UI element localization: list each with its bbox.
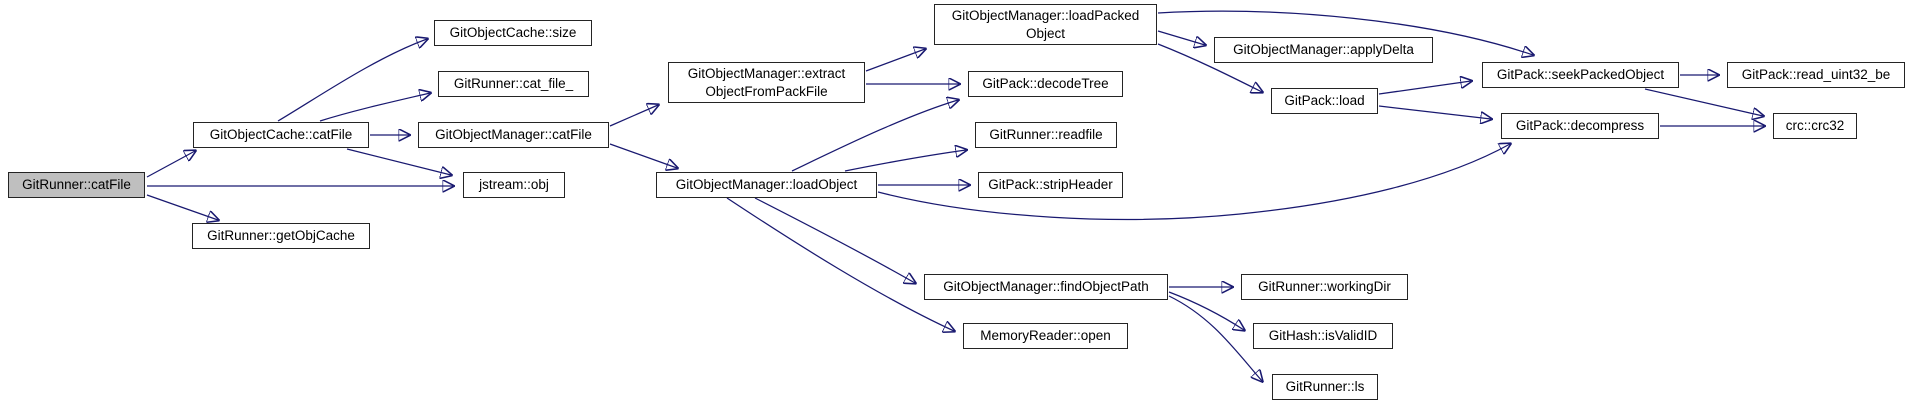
node-memoryreader-open[interactable]: MemoryReader::open — [963, 323, 1128, 349]
edge-catfile-to-getobjcache — [146, 194, 218, 220]
node-gitpack-load[interactable]: GitPack::load — [1271, 88, 1378, 114]
edge-objectcache-catfile-to-jstream-obj — [346, 148, 451, 175]
edge-seekpackedobject-to-crc32 — [1644, 88, 1763, 116]
node-gitobjectmanager-catfile[interactable]: GitObjectManager::catFile — [418, 122, 609, 148]
node-gitrunner-readfile[interactable]: GitRunner::readfile — [975, 122, 1117, 148]
edge-objectcache-catfile-to-cat-file — [319, 93, 430, 122]
node-gitrunner-catfile[interactable]: GitRunner::catFile — [8, 172, 145, 198]
node-gitpack-decompress[interactable]: GitPack::decompress — [1501, 113, 1659, 139]
node-gitobjectmanager-loadobject[interactable]: GitObjectManager::loadObject — [656, 172, 877, 198]
edge-objectmanager-catfile-to-loadobject — [609, 143, 677, 168]
node-gitrunner-workingdir[interactable]: GitRunner::workingDir — [1241, 274, 1408, 300]
node-gitrunner-ls[interactable]: GitRunner::ls — [1272, 374, 1378, 400]
node-gitpack-read-uint32-be[interactable]: GitPack::read_uint32_be — [1727, 62, 1905, 88]
edge-loadpackedobject-to-applydelta — [1157, 30, 1205, 45]
node-gitobjectcache-size[interactable]: GitObjectCache::size — [434, 20, 592, 46]
edge-loadobject-to-readfile — [844, 150, 966, 172]
node-gitrunner-getobjcache[interactable]: GitRunner::getObjCache — [192, 223, 370, 249]
edge-loadobject-to-decompress — [877, 144, 1510, 221]
node-githash-isvalidid[interactable]: GitHash::isValidID — [1253, 323, 1393, 349]
node-gitpack-stripheader[interactable]: GitPack::stripHeader — [978, 172, 1123, 198]
edge-loadobject-to-memoryreader-open — [726, 197, 954, 331]
edge-objectcache-catfile-to-size — [277, 39, 427, 122]
node-gitpack-seekpackedobject[interactable]: GitPack::seekPackedObject — [1482, 62, 1679, 88]
edge-loadpackedobject-to-seekpackedobject — [1157, 10, 1533, 55]
edge-findobjectpath-to-ls — [1168, 295, 1262, 381]
edge-load-to-decompress — [1378, 105, 1491, 119]
edge-objectmanager-catfile-to-extract — [609, 105, 658, 127]
node-jstream-obj[interactable]: jstream::obj — [463, 172, 565, 198]
edge-loadpackedobject-to-load — [1157, 43, 1262, 92]
node-gitobjectmanager-findobjectpath[interactable]: GitObjectManager::findObjectPath — [924, 274, 1168, 300]
edge-catfile-to-objectcache-catfile — [146, 151, 195, 178]
edge-loadobject-to-findobjectpath — [754, 197, 915, 283]
node-gitobjectmanager-loadpackedobject[interactable]: GitObjectManager::loadPacked Object — [934, 4, 1157, 45]
node-gitrunner-cat-file[interactable]: GitRunner::cat_file_ — [438, 71, 589, 97]
edge-loadobject-to-decodetree — [791, 100, 958, 172]
node-crc-crc32[interactable]: crc::crc32 — [1773, 113, 1857, 139]
edge-extract-to-loadpackedobject — [865, 49, 925, 72]
node-gitpack-decodetree[interactable]: GitPack::decodeTree — [968, 71, 1123, 97]
node-gitobjectmanager-applydelta[interactable]: GitObjectManager::applyDelta — [1214, 37, 1433, 63]
node-gitobjectcache-catfile[interactable]: GitObjectCache::catFile — [193, 122, 369, 148]
node-gitobjectmanager-extractobjectfrompackfile[interactable]: GitObjectManager::extract ObjectFromPack… — [668, 62, 865, 103]
edge-findobjectpath-to-isvalidid — [1168, 291, 1244, 330]
edge-load-to-seekpackedobject — [1378, 81, 1471, 95]
